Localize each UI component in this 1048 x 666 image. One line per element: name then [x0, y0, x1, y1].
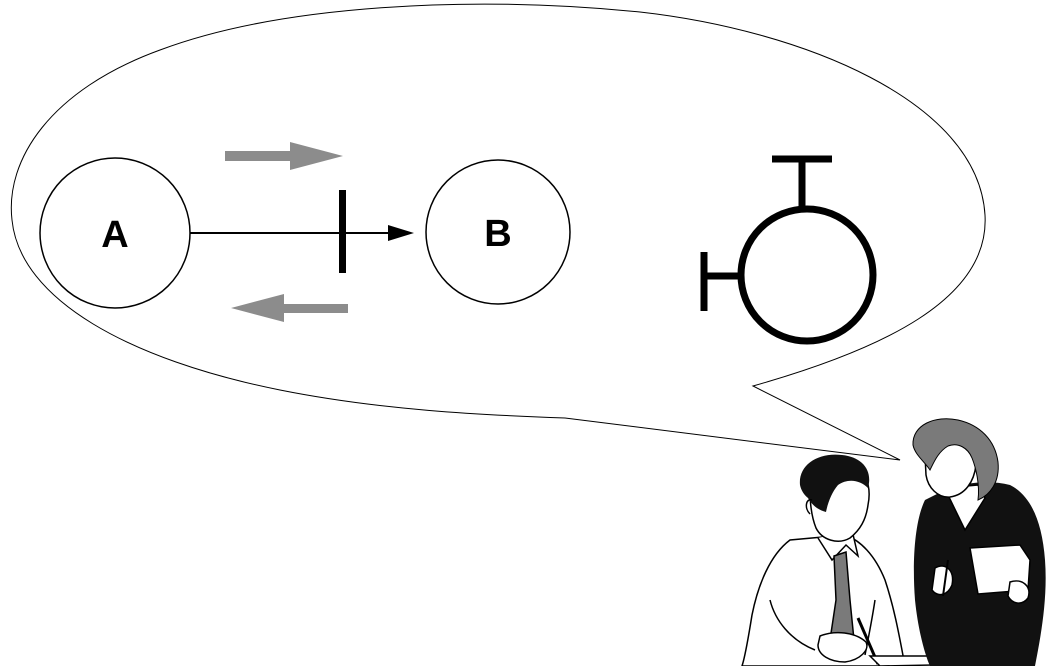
backward-flow-arrow [231, 294, 348, 322]
node-a: A [39, 157, 191, 309]
two-people-clipart [741, 418, 1046, 666]
blocked-node-symbol [700, 155, 877, 345]
forward-flow-arrow [225, 142, 343, 170]
edge-a-to-b [190, 190, 414, 273]
node-b: B [425, 159, 571, 305]
node-a-label: A [101, 214, 128, 256]
inhibition-bar [339, 190, 346, 273]
node-b-label: B [484, 213, 511, 255]
woman-figure [912, 418, 1046, 666]
man-figure [741, 454, 906, 666]
